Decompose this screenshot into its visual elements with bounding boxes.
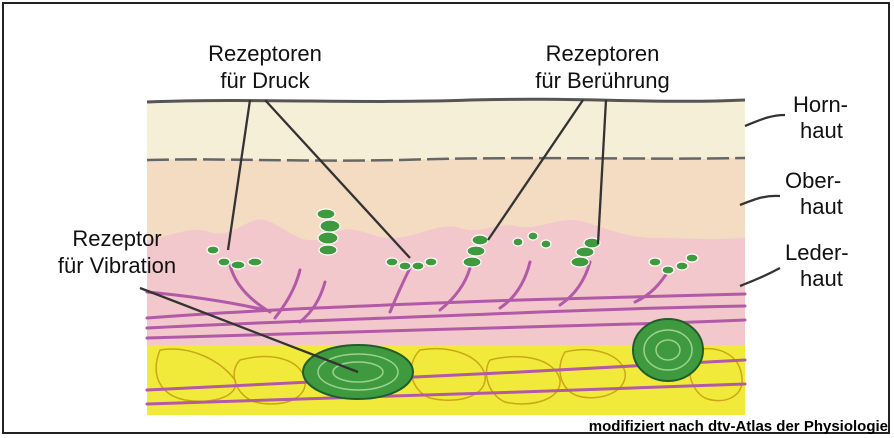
label-hornhaut-line1: Horn- (793, 92, 848, 117)
label-oberhaut-line1: Ober- (785, 168, 841, 193)
label-druck-line1: Rezeptoren (190, 41, 340, 66)
label-vibration-line2: für Vibration (32, 253, 202, 278)
source-credit: modifiziert nach dtv-Atlas der Physiolog… (589, 418, 888, 435)
label-vibration-line1: Rezeptor (32, 226, 202, 251)
figure-frame (2, 2, 890, 434)
label-lederhaut-line1: Leder- (785, 240, 849, 265)
label-beruehrung-line2: für Berührung (515, 68, 690, 93)
label-beruehrung-line1: Rezeptoren (515, 41, 690, 66)
label-lederhaut-line2: haut (800, 266, 843, 291)
label-hornhaut-line2: haut (800, 118, 843, 143)
label-oberhaut-line2: haut (800, 194, 843, 219)
label-druck-line2: für Druck (190, 68, 340, 93)
